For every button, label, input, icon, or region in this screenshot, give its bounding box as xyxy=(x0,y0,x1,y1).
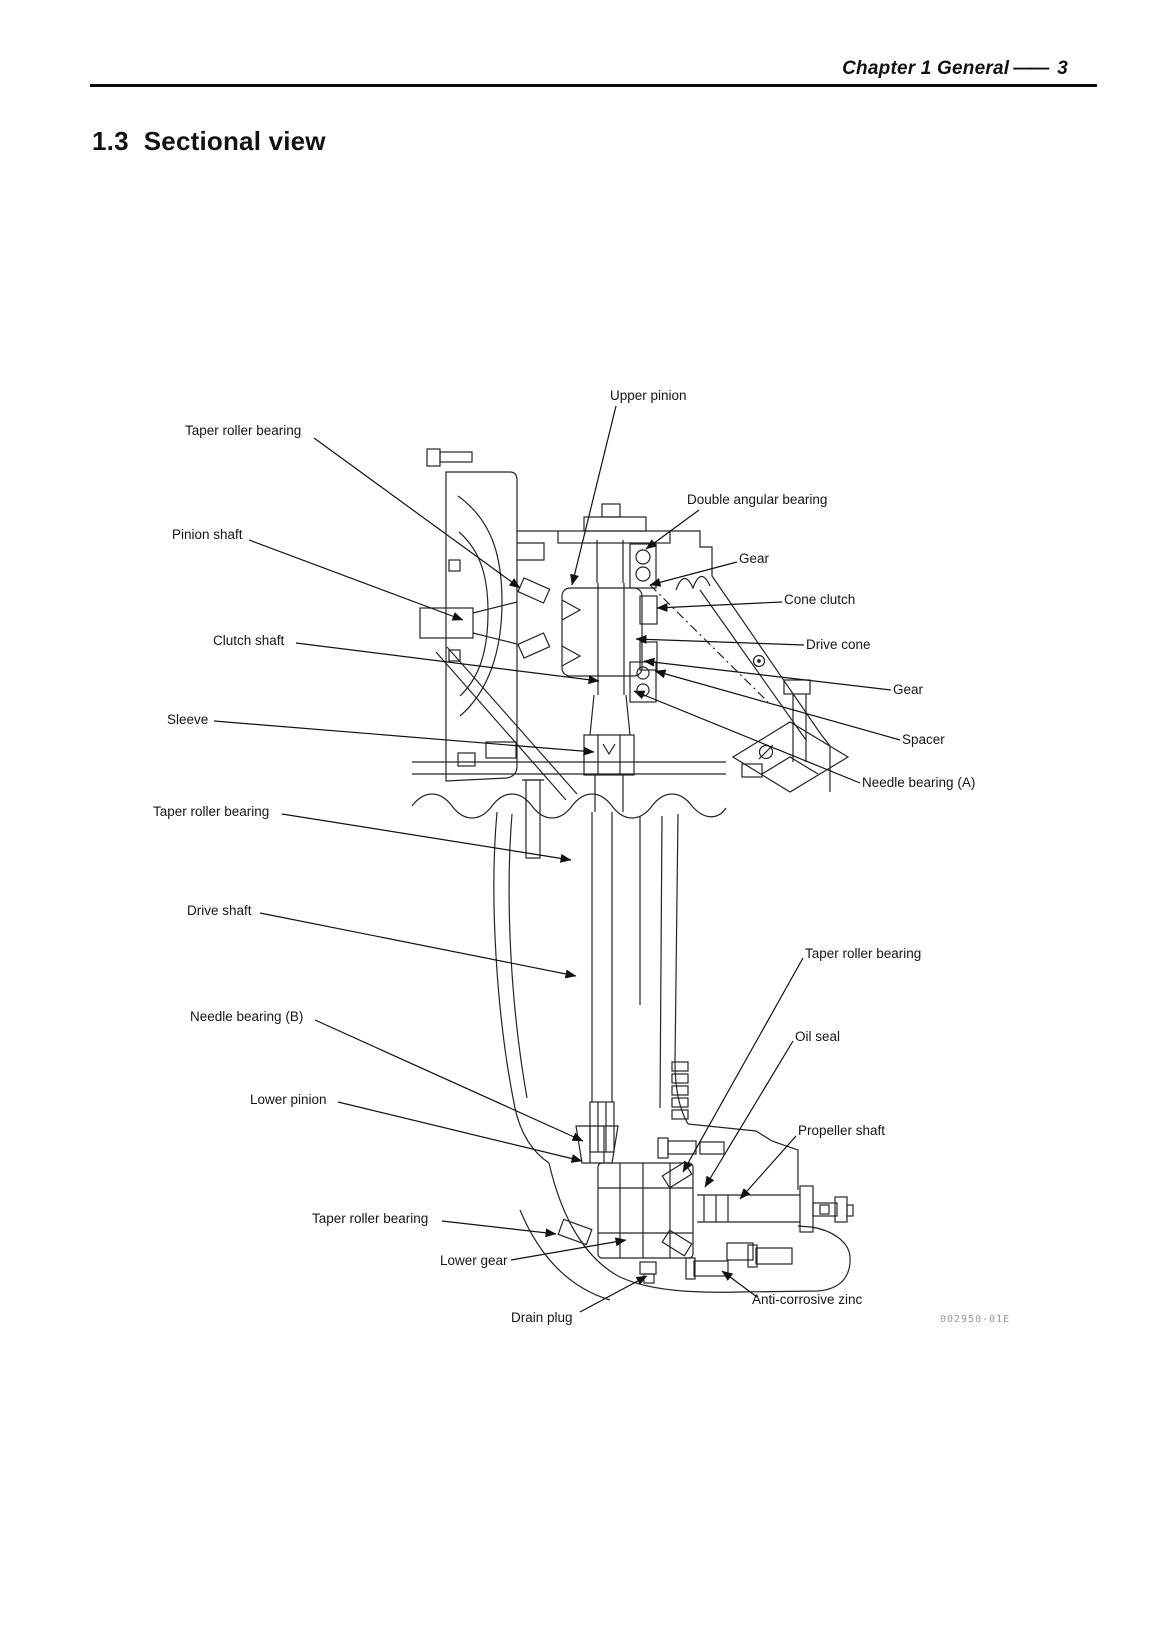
leader-upper-pinion xyxy=(570,405,617,586)
label-drive-shaft: Drive shaft xyxy=(187,903,252,918)
label-upper-pinion: Upper pinion xyxy=(610,388,687,403)
leader-lower-gear xyxy=(510,1237,627,1261)
label-spacer: Spacer xyxy=(902,732,945,747)
leader-oil-seal xyxy=(704,1040,794,1188)
leader-taper-roller-bearing-prop xyxy=(682,957,804,1173)
label-lower-pinion: Lower pinion xyxy=(250,1092,327,1107)
leader-lines xyxy=(213,405,901,1313)
label-lower-gear: Lower gear xyxy=(440,1253,508,1268)
label-taper-roller-bearing-prop: Taper roller bearing xyxy=(805,946,922,961)
leader-needle-bearing-b xyxy=(314,1019,584,1142)
leader-propeller-shaft xyxy=(739,1135,797,1200)
leader-sleeve xyxy=(213,720,595,756)
label-taper-roller-bearing-upper: Taper roller bearing xyxy=(185,423,302,438)
header-dash: —— xyxy=(1013,58,1049,79)
leader-gear-lower xyxy=(643,657,892,691)
leader-drive-cone xyxy=(635,634,805,646)
label-oil-seal: Oil seal xyxy=(795,1029,841,1044)
label-double-angular-bearing: Double angular bearing xyxy=(687,492,828,507)
leader-cone-clutch xyxy=(656,601,783,612)
label-needle-bearing-a: Needle bearing (A) xyxy=(862,775,976,790)
leader-clutch-shaft xyxy=(295,642,600,685)
label-drive-cone: Drive cone xyxy=(806,637,871,652)
label-propeller-shaft: Propeller shaft xyxy=(798,1123,886,1138)
label-gear-lower: Gear xyxy=(893,682,924,697)
leader-drain-plug xyxy=(579,1275,648,1313)
page-number: 3 xyxy=(1057,58,1068,79)
leader-lower-pinion xyxy=(337,1101,583,1163)
leader-taper-roller-bearing-middle xyxy=(281,813,572,863)
section-title-text: Sectional view xyxy=(143,126,326,156)
page-header: Chapter 1 General —— 3 xyxy=(842,58,1068,80)
leader-double-angular-bearing xyxy=(645,509,700,550)
chapter-heading: Chapter 1 General xyxy=(842,58,1010,79)
leader-gear-upper xyxy=(649,561,738,587)
header-rule xyxy=(90,84,1097,87)
leader-needle-bearing-a xyxy=(633,690,861,784)
housing-linework xyxy=(411,448,854,1301)
label-needle-bearing-b: Needle bearing (B) xyxy=(190,1009,304,1024)
section-title: 1.3 Sectional view xyxy=(92,126,326,157)
label-anti-corrosive-zinc: Anti-corrosive zinc xyxy=(752,1292,863,1307)
label-pinion-shaft: Pinion shaft xyxy=(172,527,243,542)
leader-anti-corrosive-zinc xyxy=(721,1270,758,1298)
section-number: 1.3 xyxy=(92,126,129,156)
label-taper-roller-bearing-middle: Taper roller bearing xyxy=(153,804,270,819)
label-gear-upper: Gear xyxy=(739,551,770,566)
figure-code: 002950-01E xyxy=(940,1314,1011,1325)
leader-pinion-shaft xyxy=(248,539,464,621)
leader-taper-roller-bearing-upper xyxy=(313,437,521,589)
leader-drive-shaft xyxy=(259,912,577,979)
leader-spacer xyxy=(654,669,901,741)
label-taper-roller-bearing-lower: Taper roller bearing xyxy=(312,1211,429,1226)
label-cone-clutch: Cone clutch xyxy=(784,592,856,607)
label-clutch-shaft: Clutch shaft xyxy=(213,633,285,648)
label-drain-plug: Drain plug xyxy=(511,1310,573,1325)
leader-taper-roller-bearing-lower xyxy=(441,1220,557,1238)
label-sleeve: Sleeve xyxy=(167,712,209,727)
